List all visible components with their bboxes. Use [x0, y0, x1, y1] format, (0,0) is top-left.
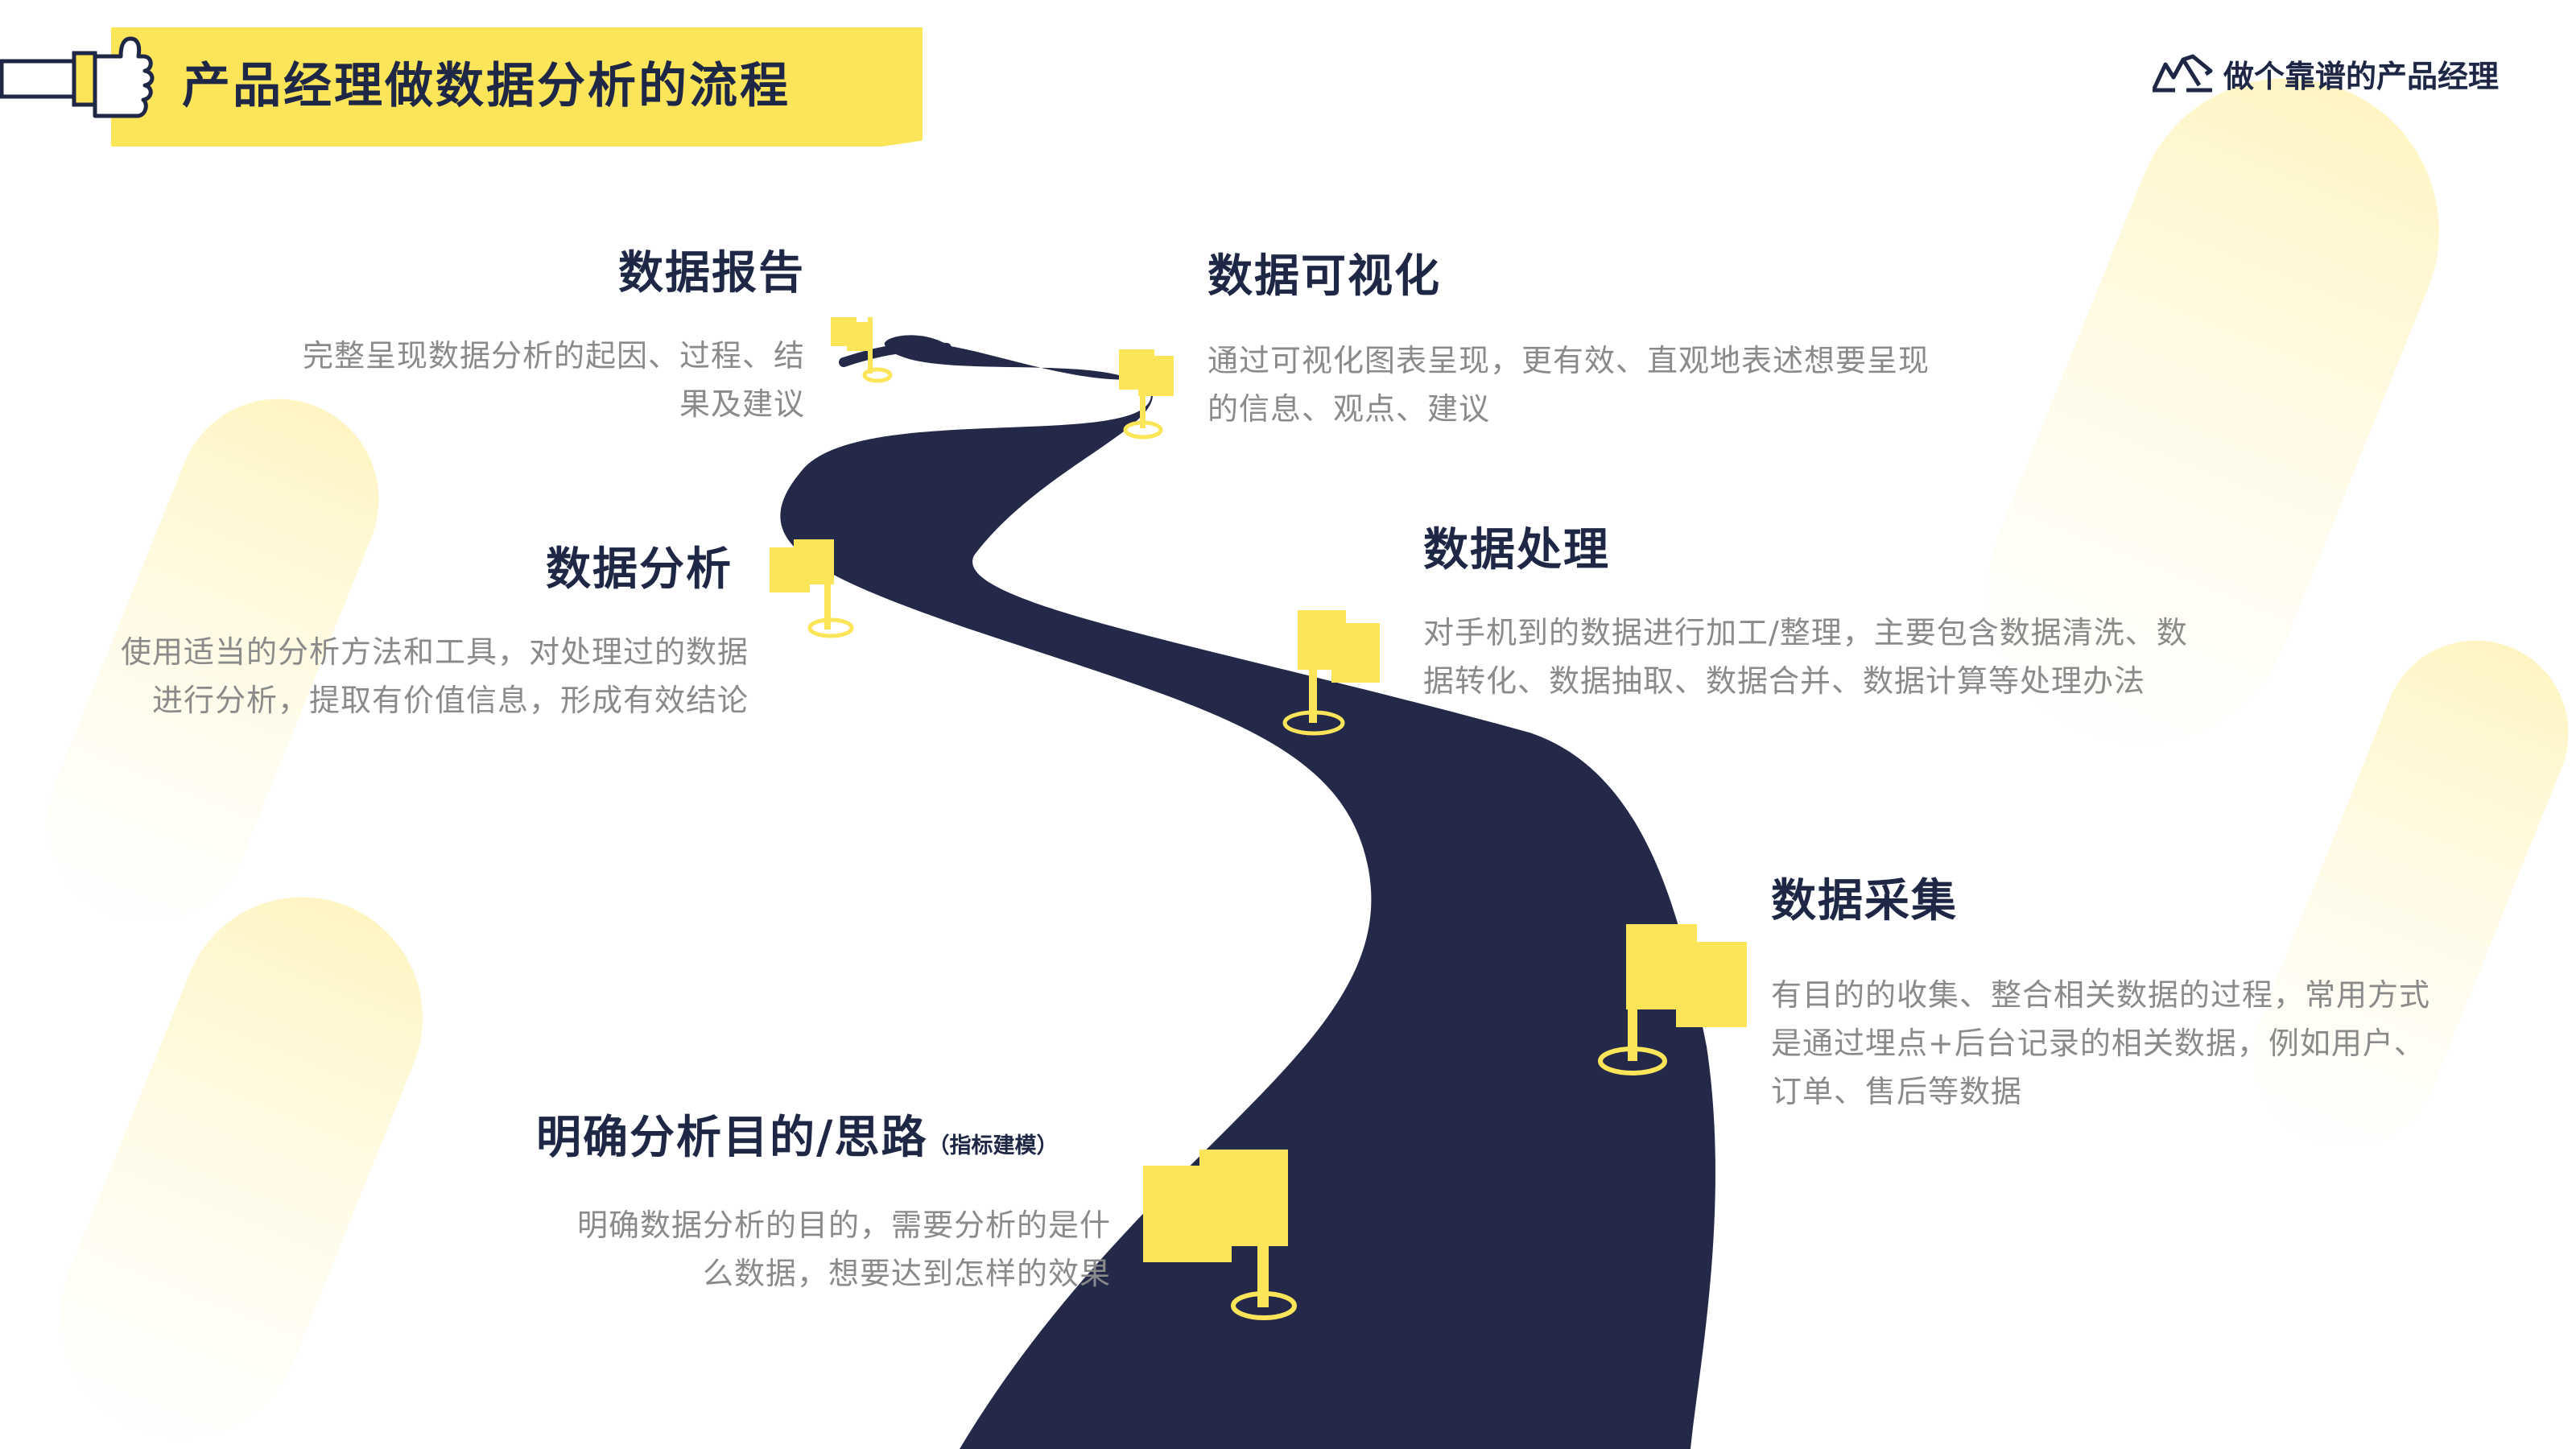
flag-define-goal [1143, 1150, 1297, 1320]
brand-name: 做个靠谱的产品经理 [2223, 58, 2500, 94]
step-title-data-visualization: 数据可视化 [1208, 250, 1441, 303]
step-desc-data-visualization: 通过可视化图表呈现，更有效、直观地表述想要呈现 的信息、观点、建议 [1208, 336, 1930, 433]
step-title-data-analysis: 数据分析 [546, 543, 733, 596]
desc-line: 是通过埋点+后台记录的相关数据，例如用户、 [1771, 1026, 2425, 1061]
desc-line: 么数据，想要达到怎样的效果 [702, 1256, 1111, 1291]
step-title-data-processing: 数据处理 [1423, 524, 1610, 576]
desc-line: 通过可视化图表呈现，更有效、直观地表述想要呈现 [1208, 343, 1930, 378]
step-desc-data-collection: 有目的的收集、整合相关数据的过程，常用方式 是通过埋点+后台记录的相关数据，例如… [1771, 971, 2430, 1116]
desc-line: 对手机到的数据进行加工/整理，主要包含数据清洗、数 [1423, 615, 2188, 650]
flag-data-report [831, 317, 893, 383]
flag-data-processing [1282, 610, 1380, 736]
step-title-suffix: （指标建模） [927, 1133, 1059, 1158]
step-title-data-collection: 数据采集 [1771, 875, 1958, 927]
deco-pill-right [2253, 640, 2569, 1147]
desc-line: 有目的的收集、整合相关数据的过程，常用方式 [1771, 977, 2431, 1013]
step-desc-data-report: 完整呈现数据分析的起因、过程、结 果及建议 [303, 332, 805, 428]
brand: 做个靠谱的产品经理 [2151, 50, 2499, 97]
flag-data-collection [1598, 924, 1747, 1075]
title-banner [111, 27, 923, 147]
flag-data-analysis [770, 539, 854, 638]
desc-line: 的信息、观点、建议 [1208, 391, 1491, 427]
pointing-hand-icon [0, 36, 155, 118]
step-desc-define-goal: 明确数据分析的目的，需要分析的是什 么数据，想要达到怎样的效果 [577, 1201, 1111, 1298]
desc-line: 使用适当的分析方法和工具，对处理过的数据 [120, 634, 749, 670]
deco-pill-left-lower [60, 897, 423, 1438]
flag-data-visualization [1119, 349, 1174, 440]
deco-pill-left-upper [47, 398, 379, 922]
desc-line: 完整呈现数据分析的起因、过程、结 [302, 338, 805, 374]
step-title-define-goal: 明确分析目的/思路（指标建模） [536, 1111, 1058, 1165]
desc-line: 果及建议 [679, 386, 805, 422]
step-desc-data-processing: 对手机到的数据进行加工/整理，主要包含数据清洗、数 据转化、数据抽取、数据合并、… [1423, 609, 2188, 705]
step-desc-data-analysis: 使用适当的分析方法和工具，对处理过的数据 进行分析，提取有价值信息，形成有效结论 [121, 628, 749, 724]
mountain-logo-icon [2152, 54, 2213, 93]
desc-line: 订单、售后等数据 [1771, 1074, 2023, 1109]
step-title-data-report: 数据报告 [618, 247, 805, 299]
page-title: 产品经理做数据分析的流程 [182, 58, 791, 114]
desc-line: 据转化、数据抽取、数据合并、数据计算等处理办法 [1423, 663, 2146, 699]
desc-line: 进行分析，提取有价值信息，形成有效结论 [151, 683, 749, 718]
step-title-text: 明确分析目的/思路 [536, 1112, 928, 1164]
deco-pill-top-right [1988, 78, 2439, 743]
desc-line: 明确数据分析的目的，需要分析的是什 [576, 1208, 1111, 1243]
